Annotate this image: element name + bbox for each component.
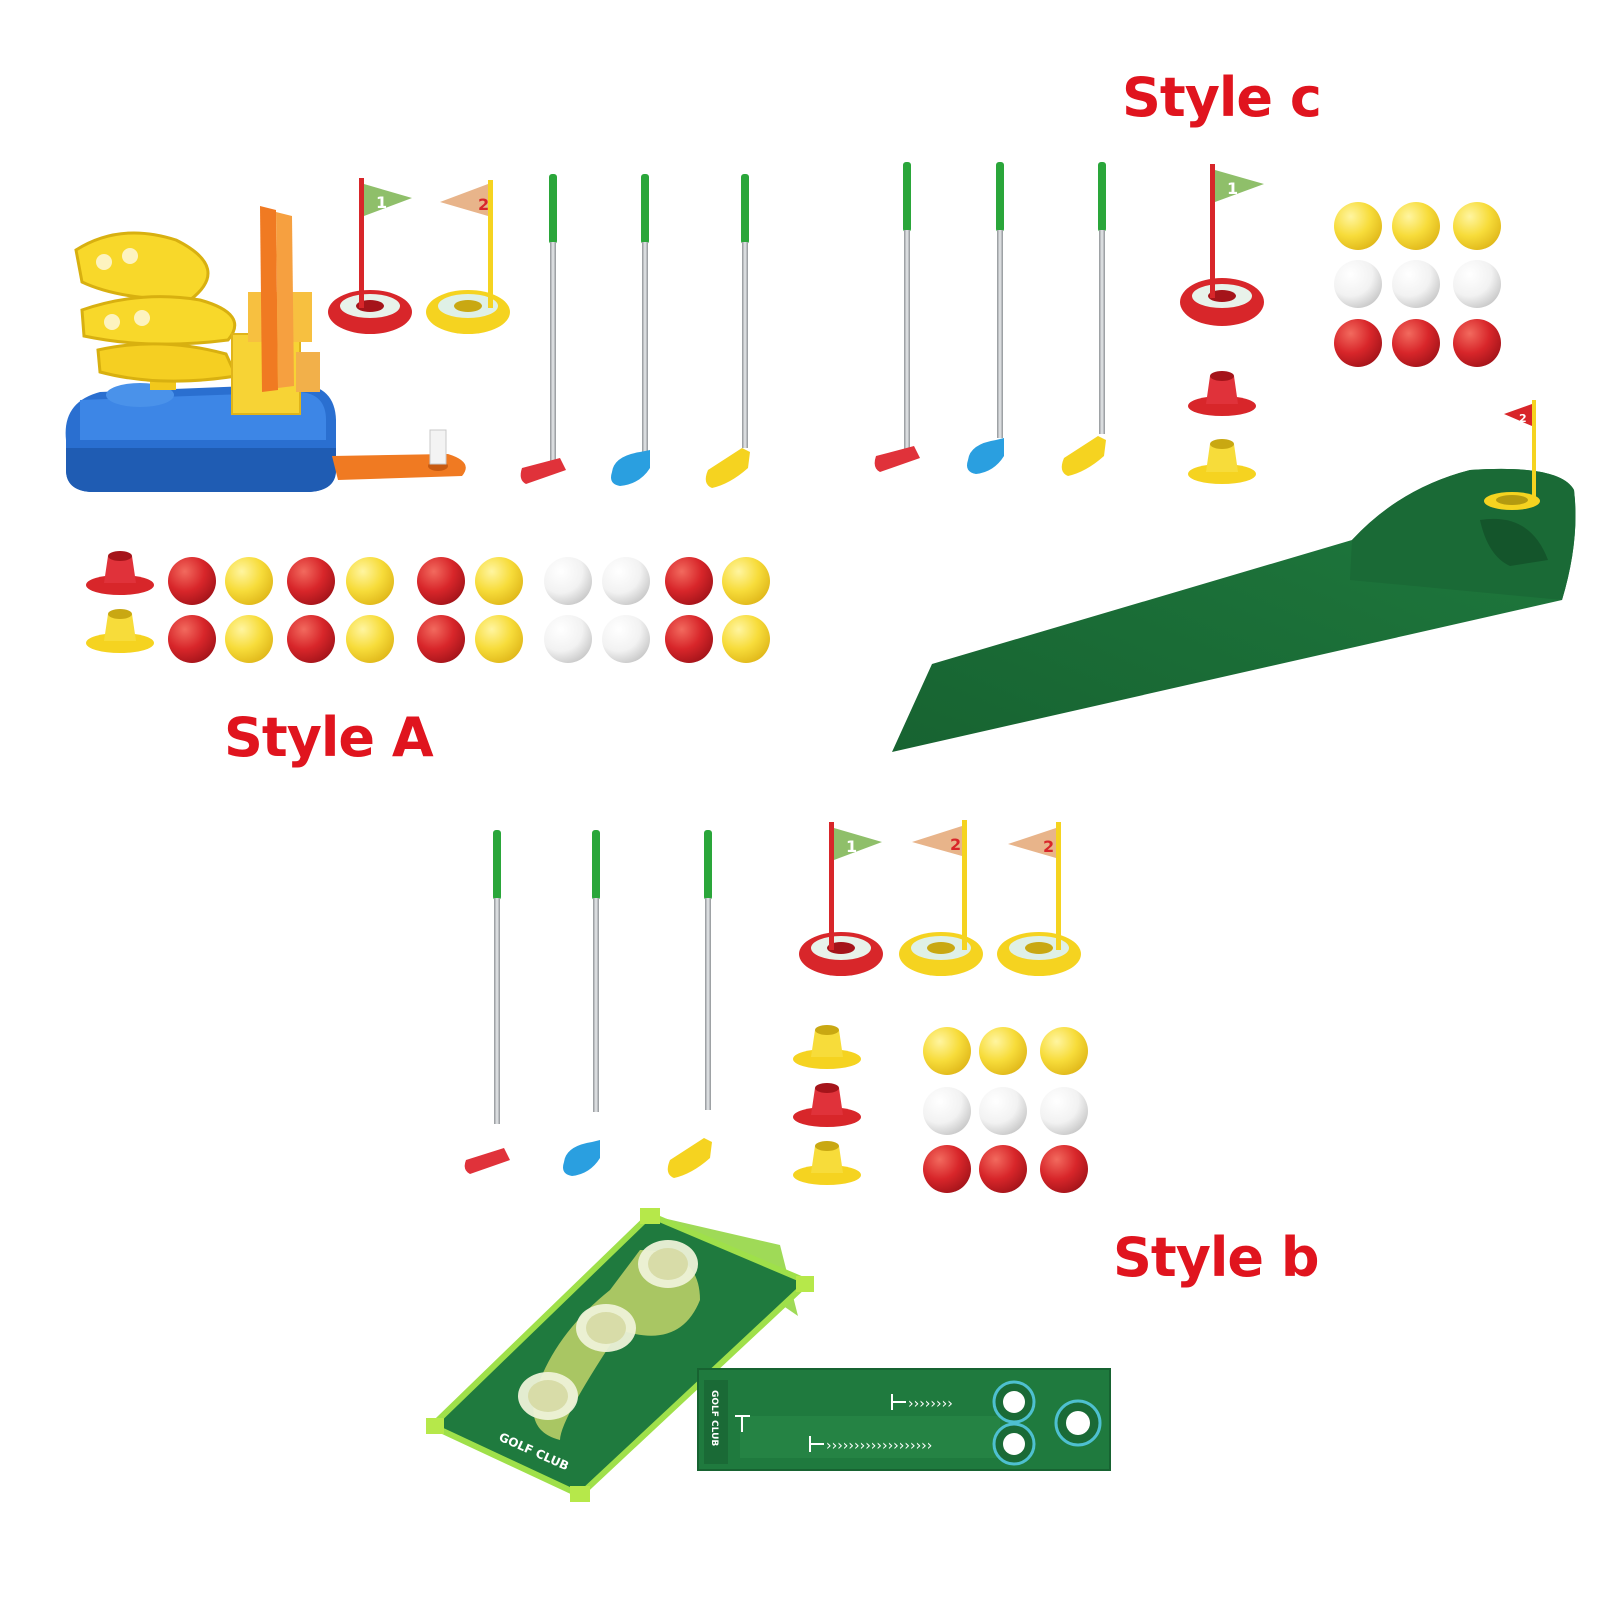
golf-club-putter-red [874, 162, 920, 472]
golf-ball-red [168, 615, 216, 663]
golf-ball-red [287, 615, 335, 663]
golf-ball-white [1392, 260, 1440, 308]
golf-ball-yellow [225, 615, 273, 663]
ball-launcher-track [65, 206, 466, 492]
flag-number: 2 [950, 835, 961, 854]
golf-ball-yellow [1334, 202, 1382, 250]
golf-ball-yellow [225, 557, 273, 605]
flag-number: 2 [478, 195, 489, 214]
golf-ball-red [417, 557, 465, 605]
flag-number: 1 [376, 193, 387, 212]
golf-club-driver-blue [967, 162, 1004, 474]
golf-ball-white [1040, 1087, 1088, 1135]
flag-number: 1 [1227, 179, 1238, 198]
tee-yellow [1188, 439, 1256, 484]
golf-ball-red [979, 1145, 1027, 1193]
golf-club-driver-blue [611, 174, 650, 486]
tee-yellow [86, 609, 154, 653]
golf-ball-white [1334, 260, 1382, 308]
tee-yellow [793, 1141, 861, 1185]
flag-1-red: 1 [799, 822, 883, 976]
golf-ball-white [544, 615, 592, 663]
putting-green-mat: 2 [892, 400, 1576, 752]
golf-ball-yellow [346, 557, 394, 605]
style-b-label: Style b [1113, 1226, 1319, 1289]
tee-red [1188, 371, 1256, 416]
golf-ball-yellow [475, 557, 523, 605]
golf-ball-white [979, 1087, 1027, 1135]
golf-ball-red [417, 615, 465, 663]
flag-2-yellow: 2 [899, 820, 983, 976]
golf-ball-red [1334, 319, 1382, 367]
golf-ball-yellow [346, 615, 394, 663]
golf-club-putter-red [464, 830, 510, 1174]
golf-ball-red [1040, 1145, 1088, 1193]
golf-ball-yellow [722, 557, 770, 605]
golf-balls [168, 202, 1501, 1193]
style-c-label: Style c [1122, 66, 1322, 129]
golf-club-iron-yellow [1061, 162, 1106, 476]
golf-ball-yellow [1453, 202, 1501, 250]
golf-ball-red [168, 557, 216, 605]
golf-ball-white [602, 615, 650, 663]
flag-1-red: 1 [1180, 164, 1264, 326]
putting-mat: GOLF CLUB ›››››››› ››››››››››››››››››› [697, 1368, 1111, 1471]
golf-ball-red [665, 615, 713, 663]
golf-ball-yellow [923, 1027, 971, 1075]
golf-club-driver-blue [563, 830, 600, 1176]
golf-ball-white [1453, 260, 1501, 308]
flag-2-yellow: 2 [997, 822, 1081, 976]
golf-ball-yellow [1392, 202, 1440, 250]
golf-club-iron-yellow [667, 830, 712, 1178]
golf-ball-red [287, 557, 335, 605]
tee-yellow [793, 1025, 861, 1069]
golf-ball-yellow [722, 615, 770, 663]
flag-2-yellow: 2 [426, 180, 510, 334]
golf-ball-yellow [1040, 1027, 1088, 1075]
golf-ball-white [544, 557, 592, 605]
tee-red [793, 1083, 861, 1127]
golf-ball-yellow [475, 615, 523, 663]
tee-red [86, 551, 154, 595]
flag-number: 2 [1519, 412, 1527, 425]
flag-1-red: 1 [328, 178, 412, 334]
svg-text:›››››››››››››››››››: ››››››››››››››››››› [826, 1438, 932, 1454]
mat-brand-text: GOLF CLUB [709, 1390, 719, 1446]
chipping-net: GOLF CLUB [426, 1208, 814, 1502]
style-a-label: Style A [224, 706, 434, 769]
golf-club-iron-yellow [705, 174, 750, 488]
golf-ball-yellow [979, 1027, 1027, 1075]
golf-ball-white [923, 1087, 971, 1135]
flag-number: 1 [846, 837, 857, 856]
golf-ball-red [665, 557, 713, 605]
golf-ball-red [923, 1145, 971, 1193]
golf-ball-red [1453, 319, 1501, 367]
golf-club-putter-red [520, 174, 566, 484]
golf-ball-red [1392, 319, 1440, 367]
golf-ball-white [602, 557, 650, 605]
flag-number: 2 [1043, 837, 1054, 856]
svg-text:››››››››: ›››››››› [908, 1396, 953, 1412]
